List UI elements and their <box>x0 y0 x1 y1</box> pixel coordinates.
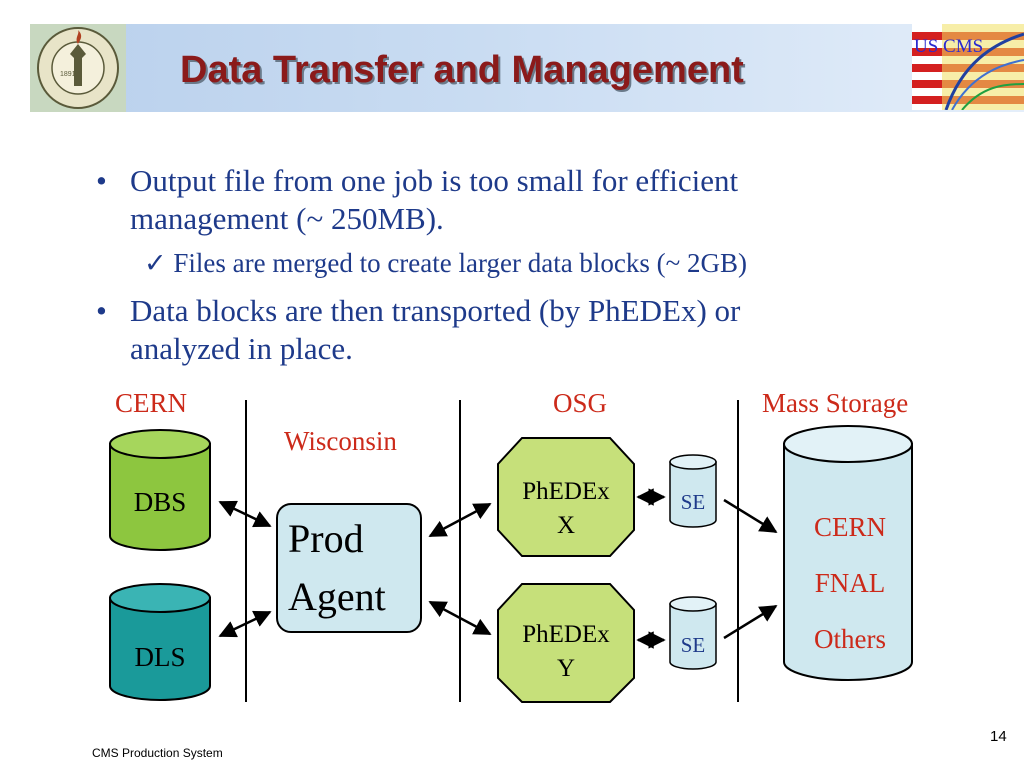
phedex-y-label-2: Y <box>557 655 575 682</box>
title-banner <box>30 24 1024 112</box>
phedex-y-label-1: PhEDEx <box>522 621 610 648</box>
uscms-logo: US CMS <box>912 24 1024 111</box>
arrow-prodagent-phedex-x <box>428 502 492 538</box>
label-osg: OSG <box>553 388 607 418</box>
bullet-dot-icon: • <box>96 293 107 328</box>
prod-agent-label-1: Prod <box>288 516 364 561</box>
footer-text: CMS Production System <box>92 746 223 760</box>
slide-title: Data Transfer and Management <box>180 49 744 91</box>
se-y-label: SE <box>681 633 706 657</box>
sub-bullet-1: ✓ Files are merged to create larger data… <box>144 246 747 280</box>
arrow-se-y-storage <box>723 604 778 640</box>
bullet-1-line-2: management (~ 250MB). <box>130 201 444 236</box>
dls-database-icon: DLS <box>109 583 211 701</box>
label-wisconsin: Wisconsin <box>284 426 397 456</box>
label-mass-storage: Mass Storage <box>762 388 908 418</box>
se-x-storage-icon: SE <box>669 454 717 528</box>
sub-bullet-1-text: Files are merged to create larger data b… <box>173 248 748 278</box>
phedex-x-label-1: PhEDEx <box>522 478 610 505</box>
arrow-prodagent-phedex-y <box>428 600 492 636</box>
bullet-2-line-2: analyzed in place. <box>130 331 353 366</box>
phedex-y-node: PhEDEx Y <box>497 583 635 703</box>
bullet-dot-icon: • <box>96 163 107 198</box>
svg-text:US CMS: US CMS <box>914 36 983 57</box>
storage-site-others: Others <box>814 624 886 654</box>
page-number: 14 <box>990 728 1007 745</box>
bullet-2-line-1: Data blocks are then transported (by PhE… <box>130 293 741 328</box>
caltech-logo: 1891 <box>30 24 126 112</box>
bullet-1-line-1: Output file from one job is too small fo… <box>130 163 739 198</box>
storage-site-cern: CERN <box>814 512 886 542</box>
arrow-se-x-storage <box>723 498 778 534</box>
dbs-database-icon: DBS <box>109 429 211 551</box>
se-y-storage-icon: SE <box>669 596 717 670</box>
dls-label: DLS <box>134 642 185 672</box>
mass-storage-icon: CERN FNAL Others <box>783 425 913 681</box>
prod-agent-box: Prod Agent <box>276 503 422 633</box>
svg-text:1891: 1891 <box>60 71 76 78</box>
arrow-dbs-prodagent <box>218 500 272 528</box>
prod-agent-label-2: Agent <box>288 574 386 619</box>
phedex-x-node: PhEDEx X <box>497 437 635 557</box>
checkmark-icon: ✓ <box>144 248 167 278</box>
storage-site-fnal: FNAL <box>815 568 886 598</box>
dbs-label: DBS <box>134 487 187 517</box>
se-x-label: SE <box>681 490 706 514</box>
label-cern: CERN <box>115 388 187 418</box>
bullet-list: • Output file from one job is too small … <box>96 158 896 378</box>
arrow-dls-prodagent <box>218 610 272 638</box>
phedex-x-label-2: X <box>557 512 575 539</box>
data-flow-diagram: CERN Wisconsin OSG Mass Storage DBS DLS … <box>0 380 1024 710</box>
